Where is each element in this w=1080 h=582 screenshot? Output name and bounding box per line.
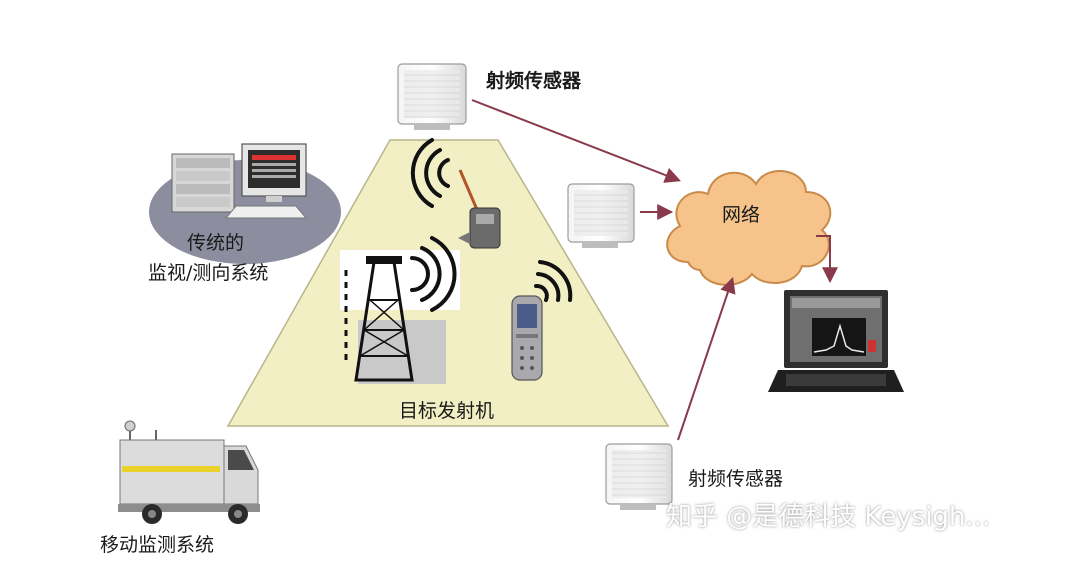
traditional-station-icon <box>171 143 308 219</box>
traditional-system-label-line1: 传统的 <box>187 232 245 254</box>
rf-sensor-top-icon <box>397 63 467 130</box>
rf-sensor-bottom-label: 射频传感器 <box>688 468 784 490</box>
network-cloud <box>666 169 832 286</box>
radio-signal-waves-icon <box>410 138 450 208</box>
traditional-system-label-line2: 监视/测向系统 <box>148 262 269 284</box>
mobile-monitoring-label: 移动监测系统 <box>100 534 215 556</box>
phone-signal-waves-icon <box>534 260 573 302</box>
handheld-radio-icon <box>458 169 501 249</box>
rf-sensor-middle-icon <box>567 183 635 248</box>
target-transmitter-label: 目标发射机 <box>399 400 495 422</box>
rf-sensor-bottom-icon <box>605 443 673 510</box>
arrow-top-sensor-to-network <box>471 99 681 183</box>
arrow-bottom-sensor-to-network <box>677 276 736 441</box>
watermark-text: 知乎 @是德科技 Keysigh... <box>666 502 991 532</box>
network-label: 网络 <box>722 204 761 226</box>
laptop-icon <box>768 290 904 392</box>
monitoring-van-icon <box>118 420 260 524</box>
tower-signal-waves-icon <box>410 236 457 312</box>
arrow-network-to-laptop <box>816 235 838 284</box>
mobile-phone-icon <box>511 295 543 381</box>
rf-sensor-top-label: 射频传感器 <box>486 70 582 92</box>
